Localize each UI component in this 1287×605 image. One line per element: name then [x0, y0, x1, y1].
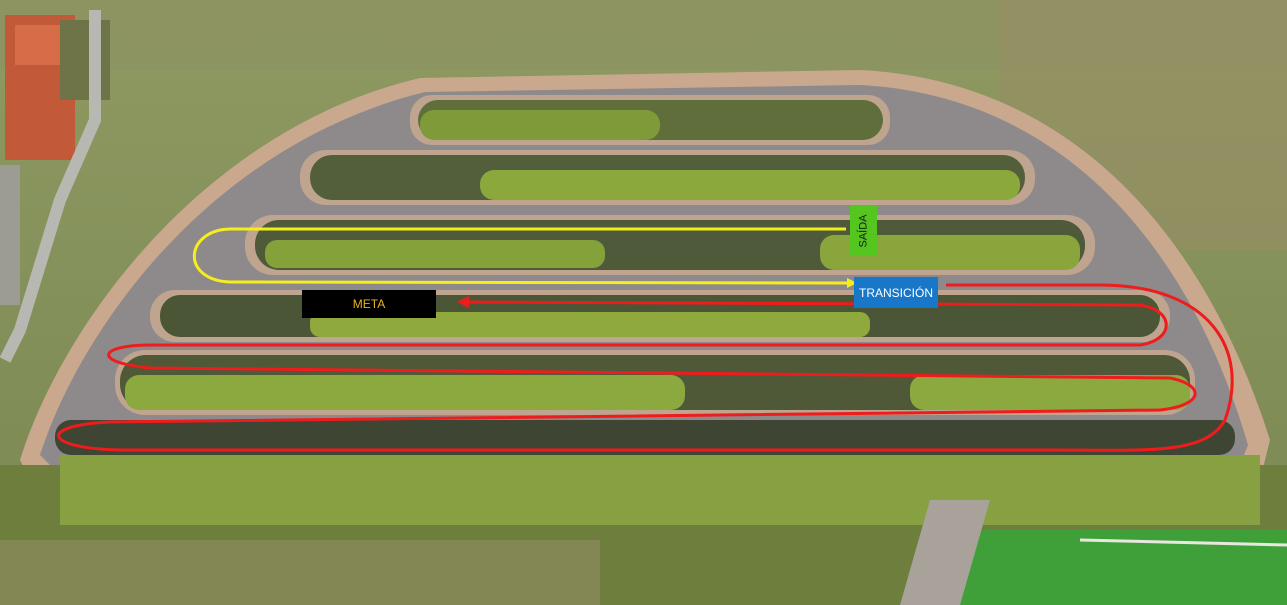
side-road: [0, 10, 101, 363]
transicion-label: TRANSICIÓN: [854, 277, 938, 308]
meta-label-text: META: [352, 297, 386, 311]
route-bike: [57, 283, 1234, 452]
saida-label-text: SAÍDA: [857, 213, 870, 248]
saida-label: SAÍDA: [850, 205, 877, 256]
route-run: [192, 227, 857, 288]
meta-label: META: [302, 290, 436, 318]
buildings: [0, 15, 110, 305]
tree-rows: [55, 95, 1235, 455]
path: [900, 500, 990, 605]
hedge-row: [60, 455, 1260, 525]
transicion-label-text: TRANSICIÓN: [858, 285, 933, 300]
